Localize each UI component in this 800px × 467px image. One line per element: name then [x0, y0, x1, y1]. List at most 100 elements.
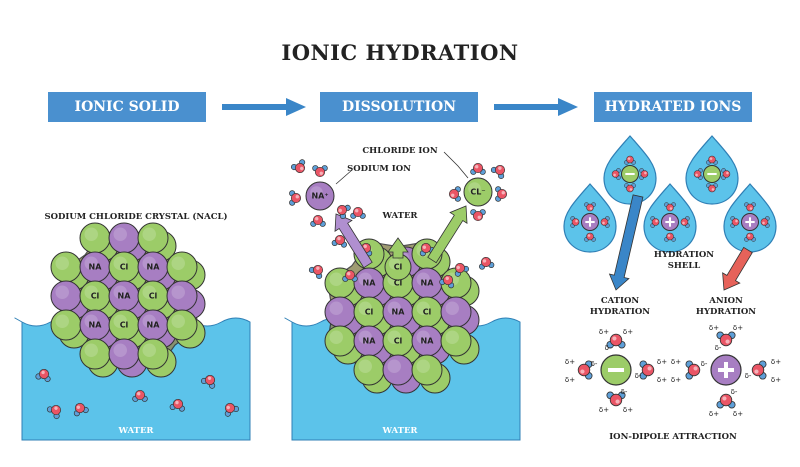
sodium-ion: NA — [137, 251, 169, 283]
water-molecule-icon — [570, 216, 580, 228]
water-molecule-icon — [73, 402, 89, 417]
minus-icon — [707, 172, 717, 176]
water-molecule-icon — [35, 368, 51, 382]
delta-plus-label: δ+ — [565, 376, 575, 384]
sodium-ion: NA — [79, 251, 111, 283]
sodium-ion — [108, 338, 140, 370]
chloride-ion — [353, 354, 385, 386]
delta-plus-label: δ+ — [709, 324, 719, 332]
water-molecule-icon — [290, 159, 306, 174]
water-molecule-icon — [132, 389, 148, 402]
water-molecule-icon — [706, 155, 718, 165]
sodium-ion: NA — [382, 296, 414, 328]
water-molecule-icon — [611, 168, 621, 180]
sodium-ion: NA — [108, 280, 140, 312]
water-molecule-icon — [46, 404, 62, 420]
chloride-ion — [166, 309, 198, 341]
sodium-ion: NA — [353, 267, 385, 299]
delta-minus-label: δ- — [701, 360, 708, 368]
ion-label: Cl — [394, 337, 403, 346]
page-title: IONIC HYDRATION — [281, 40, 519, 65]
cation-hydration-diagram: δ+δ+δ+δ+δ+δ+δ+δ+δ-δ-δ-δ- — [565, 328, 667, 414]
chloride-ion — [50, 309, 82, 341]
water-molecule-icon — [310, 214, 326, 227]
stage-dissolution: DISSOLUTION — [320, 92, 478, 122]
delta-minus-label: δ- — [605, 344, 612, 352]
delta-plus-label: δ+ — [599, 328, 609, 336]
arrow-right-icon — [222, 98, 306, 116]
water-molecule-icon — [664, 202, 676, 212]
ion-label: CL⁻ — [470, 188, 485, 197]
water-molecule-icon — [448, 186, 461, 202]
anion-hydration-diagram: δ+δ+δ+δ+δ+δ+δ+δ+δ-δ-δ-δ- — [671, 324, 781, 418]
water-molecule-icon — [624, 155, 636, 165]
delta-plus-label: δ+ — [771, 376, 781, 384]
sodium-ion — [166, 280, 198, 312]
minus-icon — [608, 368, 624, 372]
delta-plus-label: δ+ — [671, 358, 681, 366]
pointer-line — [443, 151, 469, 179]
chloride-ion — [411, 354, 443, 386]
anion-hydration-label: ANION HYDRATION — [695, 296, 757, 317]
water-molecule-icon — [680, 216, 690, 228]
water-molecule-icon — [350, 206, 366, 219]
water-molecule-icon — [331, 234, 347, 248]
hydrated-anion — [693, 155, 731, 193]
chloride-ion: Cl — [382, 325, 414, 357]
water-molecule-icon — [470, 162, 486, 175]
ion-dipole-label: ION-DIPOLE ATTRACTION — [609, 432, 737, 442]
water-molecule-icon — [664, 232, 676, 242]
stage-label: IONIC SOLID — [74, 99, 180, 115]
delta-plus-label: δ+ — [565, 358, 575, 366]
hydrated-ions-panel: δ+δ+δ+δ+δ+δ+δ+δ+δ-δ-δ-δ-δ+δ+δ+δ+δ+δ+δ+δ+… — [563, 135, 781, 418]
water-molecule-icon — [224, 402, 240, 417]
water-molecule-icon — [490, 164, 506, 179]
ion-label: NA — [147, 321, 161, 330]
arrow-cation-icon — [608, 194, 644, 291]
water-molecule-icon — [439, 274, 455, 289]
water-molecule-icon — [706, 183, 718, 193]
minus-icon — [625, 172, 635, 176]
water-molecule-icon — [685, 360, 701, 380]
delta-minus-label: δ- — [731, 388, 738, 396]
sodium-ion: NA — [137, 309, 169, 341]
water-label: WATER — [118, 426, 154, 436]
ion-label: NA — [421, 279, 435, 288]
ion-label: Cl — [120, 321, 129, 330]
water-molecule-icon — [600, 216, 610, 228]
water-molecule-icon — [716, 331, 736, 347]
delta-plus-label: δ+ — [733, 410, 743, 418]
chloride-ion — [137, 338, 169, 370]
sodium-ion: NA — [353, 325, 385, 357]
water-molecule-icon — [495, 186, 508, 202]
sodium-ion: NA⁺ — [305, 181, 335, 211]
water-molecule-icon — [584, 232, 596, 242]
water-molecule-icon — [693, 168, 703, 180]
water-molecule-icon — [479, 256, 495, 270]
water-molecule-icon — [289, 190, 302, 206]
water-molecule-icon — [308, 264, 324, 279]
ion-label: Cl — [423, 308, 432, 317]
delta-plus-label: δ+ — [733, 324, 743, 332]
water-molecule-icon — [577, 360, 593, 380]
delta-plus-label: δ+ — [709, 410, 719, 418]
water-molecule-icon — [730, 216, 740, 228]
delta-plus-label: δ+ — [657, 358, 667, 366]
sodium-ion — [50, 280, 82, 312]
water-molecule-icon — [606, 333, 626, 349]
chloride-ion: Cl — [137, 280, 169, 312]
hydrated-anion — [611, 155, 649, 193]
ion-label: NA — [118, 292, 132, 301]
sodium-ion — [382, 354, 414, 386]
arrow-right-icon — [494, 98, 578, 116]
delta-plus-label: δ+ — [771, 358, 781, 366]
water-molecule-icon — [584, 202, 596, 212]
water-molecule-icon — [336, 204, 351, 220]
ion-label: NA — [89, 321, 103, 330]
chloride-ion: Cl — [79, 280, 111, 312]
water-molecule-icon — [744, 202, 756, 212]
delta-plus-label: δ+ — [599, 406, 609, 414]
chloride-ion: Cl — [411, 296, 443, 328]
water-molecule-icon — [200, 374, 216, 389]
